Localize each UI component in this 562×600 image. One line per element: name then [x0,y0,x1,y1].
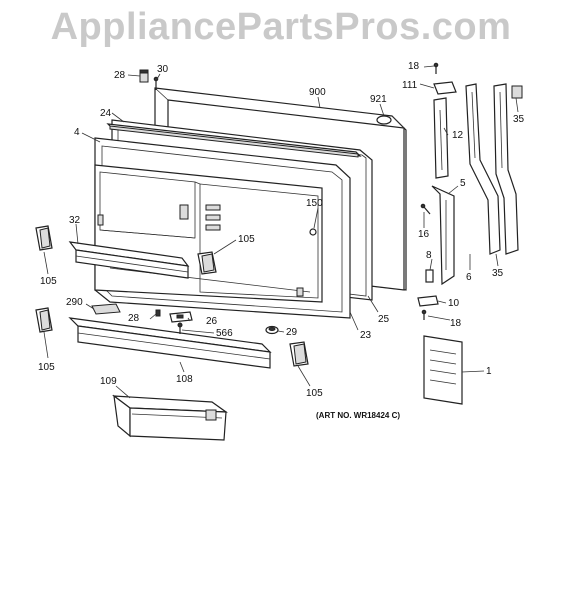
label-105-upper-left: 105 [40,276,57,287]
label-5: 5 [460,178,466,189]
label-28-lower: 28 [128,313,140,324]
art-number-caption: (ART NO. WR18424 C) [316,411,400,420]
shelf-end-cap-lower-left [35,307,53,333]
part-labels: 28 30 900 921 18 111 35 24 4 12 150 5 32… [38,61,525,399]
label-8: 8 [426,250,432,261]
label-108: 108 [176,374,193,385]
part-28-clip [155,309,161,317]
part-8-pin [425,269,434,283]
label-105-lower-left: 105 [38,362,55,373]
part-28-cap-top [139,69,149,83]
label-35: 35 [513,114,525,125]
label-18-lower: 18 [450,318,462,329]
label-900: 900 [309,87,326,98]
door-liner [94,137,351,319]
part-18-screw-lower [421,309,427,320]
part-30-screw-top [153,76,159,90]
label-30: 30 [157,64,169,75]
upper-door-shelf [68,241,190,279]
shelf-end-cap-upper-left [35,225,53,251]
part-290-block [91,303,121,315]
label-1: 1 [486,366,492,377]
part-35-handle-right [493,83,519,255]
part-29-plug [265,325,279,335]
label-24: 24 [100,108,112,119]
part-111-hinge-cap [433,81,457,95]
part-26-bracket [169,311,193,323]
label-921: 921 [370,94,387,105]
label-18: 18 [408,61,420,72]
label-566: 566 [216,328,233,339]
watermark-text: AppliancePartsPros.com [50,6,512,48]
label-4: 4 [74,127,80,138]
part-921-plug [376,115,392,125]
part-6-handle [465,83,501,255]
label-16: 16 [418,229,430,240]
door-bin-109 [112,394,228,441]
label-28: 28 [114,70,126,81]
part-5-hinge-bracket [431,185,455,286]
leader-lines [43,65,519,399]
label-32: 32 [69,215,81,226]
label-29: 29 [286,327,298,338]
label-26: 26 [206,316,218,327]
part-16-screw [420,203,431,215]
label-35-lower: 35 [492,268,504,279]
label-150: 150 [306,198,323,209]
label-105-upper-right: 105 [238,234,255,245]
part-566-screw [177,322,183,334]
shelf-end-cap-lower-right [289,341,309,367]
label-111: 111 [402,80,418,91]
label-6: 6 [466,272,472,283]
part-10-clip [417,295,439,307]
label-105-lower-right: 105 [306,388,323,399]
part-1-manual [423,335,463,405]
part-18-screw-top [433,62,439,74]
label-10: 10 [448,298,460,309]
part-12-handle-bar [433,97,449,179]
label-109: 109 [100,376,117,387]
label-25: 25 [378,314,390,325]
lower-door-shelf [68,317,272,369]
breaker-strip [106,123,362,158]
part-35-cap [511,85,523,99]
label-23: 23 [360,330,372,341]
label-290: 290 [66,297,83,308]
label-12: 12 [452,130,464,141]
shelf-end-cap-upper-right [197,251,217,275]
